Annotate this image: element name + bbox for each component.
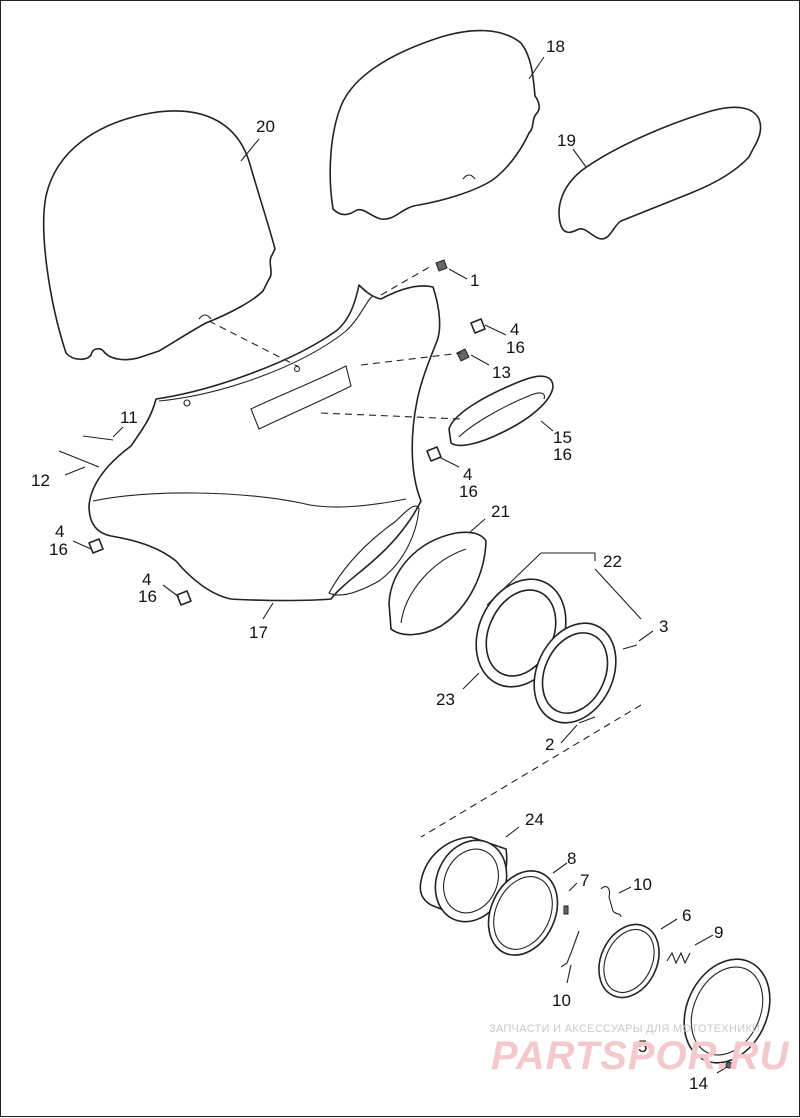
- screw-14: [725, 1061, 733, 1069]
- clip-nut-upper: [470, 318, 486, 334]
- screw-3: [622, 644, 638, 650]
- fastener-13: [456, 348, 470, 362]
- spring: [666, 951, 691, 965]
- callout-24: 24: [525, 810, 544, 829]
- callout-4-mid: 4: [463, 465, 473, 484]
- fastener-1: [435, 259, 448, 272]
- callout-18: 18: [546, 37, 565, 56]
- watermark-tagline: ЗАПЧАСТИ И АКСЕССУАРЫ ДЛЯ МОТОТЕХНИКИ: [489, 1023, 761, 1035]
- callout-16-left: 16: [49, 540, 68, 559]
- clip-nut-mid: [426, 446, 442, 462]
- windshield-tall: [42, 110, 276, 361]
- retaining-ring: [487, 870, 559, 956]
- callout-14: 14: [689, 1074, 708, 1093]
- callout-16-lower: 16: [138, 587, 157, 606]
- callout-10-upper: 10: [633, 875, 652, 894]
- callout-6: 6: [682, 906, 692, 925]
- callout-8: 8: [567, 849, 577, 868]
- callout-11: 11: [120, 408, 138, 427]
- callout-4-upper: 4: [510, 320, 520, 339]
- callout-22: 22: [603, 552, 622, 571]
- callout-4-left: 4: [55, 522, 65, 541]
- callout-7: 7: [580, 871, 590, 890]
- clip-upper: [600, 886, 622, 918]
- callout-21: 21: [491, 502, 510, 521]
- callout-10-lower: 10: [552, 991, 571, 1010]
- windshield-short: [558, 106, 762, 240]
- clip-lower: [560, 930, 580, 968]
- callout-17: 17: [249, 623, 268, 642]
- windshield-mid: [329, 29, 540, 220]
- callout-15: 15: [553, 428, 572, 447]
- screw-7: [563, 905, 569, 915]
- clip-nut-lower: [176, 590, 192, 606]
- callout-12: 12: [31, 471, 50, 490]
- headlamp-bucket: [388, 531, 487, 636]
- callout-16-vent: 16: [553, 445, 572, 464]
- outer-trim-ring: [683, 958, 771, 1064]
- watermark-brand: PARTSPOR.RU: [491, 1034, 790, 1078]
- gasket-ring: [598, 923, 660, 999]
- callout-20: 20: [256, 117, 275, 136]
- callout-1: 1: [470, 271, 480, 290]
- callout-16-upper: 16: [506, 338, 525, 357]
- screw-11: [82, 435, 114, 441]
- callout-19: 19: [557, 131, 576, 150]
- callout-23: 23: [436, 690, 455, 709]
- callout-13: 13: [492, 363, 511, 382]
- vent-trim: [448, 375, 554, 447]
- screw-12: [58, 450, 100, 468]
- callout-3: 3: [659, 617, 669, 636]
- callout-5: 5: [638, 1037, 648, 1056]
- fairing: [88, 284, 441, 602]
- callout-9: 9: [714, 923, 724, 942]
- callout-2: 2: [545, 735, 555, 754]
- screw-2: [578, 716, 596, 724]
- clip-nut-left: [88, 538, 104, 554]
- callout-4-lower: 4: [142, 570, 152, 589]
- callout-16-mid: 16: [459, 482, 478, 501]
